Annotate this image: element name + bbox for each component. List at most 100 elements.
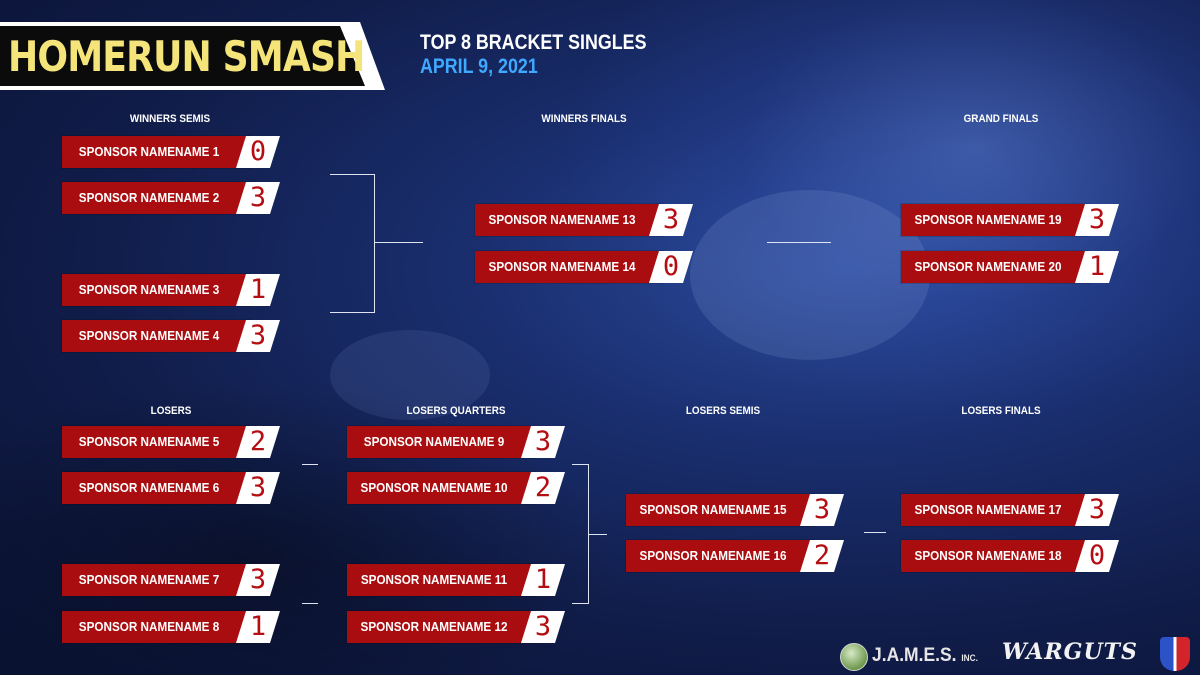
player-name: SPONSOR NAMENAME 11 <box>360 572 508 587</box>
round-label-losers: LOSERS <box>150 405 192 417</box>
round-label-winners-finals: WINNERS FINALS <box>541 113 627 125</box>
james-logo-text: J.A.M.E.S. <box>872 645 957 666</box>
player-name: SPONSOR NAMENAME 14 <box>488 259 636 274</box>
player-score: 3 <box>662 204 680 235</box>
bracket-connector <box>374 174 375 313</box>
player-name-bar: SPONSOR NAMENAME 8 <box>62 611 250 643</box>
bracket-slot-7[interactable]: SPONSOR NAMENAME 7 3 <box>62 564 280 596</box>
bracket-slot-13[interactable]: SPONSOR NAMENAME 13 3 <box>475 204 693 236</box>
player-name-bar: SPONSOR NAMENAME 10 <box>347 472 535 504</box>
background-decoration <box>690 190 930 360</box>
player-name: SPONSOR NAMENAME 7 <box>78 572 220 587</box>
bracket-subtitle: TOP 8 BRACKET SINGLES <box>420 31 647 54</box>
bracket-connector <box>572 464 589 465</box>
bracket-slot-19[interactable]: SPONSOR NAMENAME 19 3 <box>901 204 1119 236</box>
round-label-losers-quarters: LOSERS QUARTERS <box>406 405 506 417</box>
player-name: SPONSOR NAMENAME 17 <box>914 502 1062 517</box>
bracket-slot-10[interactable]: SPONSOR NAMENAME 10 2 <box>347 472 565 504</box>
player-score: 1 <box>249 611 267 642</box>
player-score: 0 <box>662 251 680 282</box>
bracket-slot-8[interactable]: SPONSOR NAMENAME 8 1 <box>62 611 280 643</box>
player-name: SPONSOR NAMENAME 19 <box>914 212 1062 227</box>
player-name-bar: SPONSOR NAMENAME 7 <box>62 564 250 596</box>
player-name-bar: SPONSOR NAMENAME 1 <box>62 136 250 168</box>
bracket-slot-14[interactable]: SPONSOR NAMENAME 14 0 <box>475 251 693 283</box>
player-name: SPONSOR NAMENAME 4 <box>78 328 220 343</box>
player-name-bar: SPONSOR NAMENAME 9 <box>347 426 535 458</box>
player-name-bar: SPONSOR NAMENAME 14 <box>475 251 663 283</box>
bracket-connector <box>302 603 318 604</box>
bracket-connector <box>767 242 831 243</box>
player-name: SPONSOR NAMENAME 3 <box>78 282 220 297</box>
player-name: SPONSOR NAMENAME 12 <box>360 619 508 634</box>
round-label-grand-finals: GRAND FINALS <box>963 113 1039 125</box>
player-name: SPONSOR NAMENAME 1 <box>78 144 220 159</box>
player-score: 3 <box>1088 204 1106 235</box>
player-score: 0 <box>249 136 267 167</box>
bracket-slot-1[interactable]: SPONSOR NAMENAME 1 0 <box>62 136 280 168</box>
player-score: 2 <box>249 426 267 457</box>
player-score: 3 <box>249 472 267 503</box>
bracket-slot-18[interactable]: SPONSOR NAMENAME 18 0 <box>901 540 1119 572</box>
player-name: SPONSOR NAMENAME 18 <box>914 548 1062 563</box>
bracket-slot-12[interactable]: SPONSOR NAMENAME 12 3 <box>347 611 565 643</box>
james-logo-suffix: INC. <box>961 653 978 663</box>
player-name-bar: SPONSOR NAMENAME 3 <box>62 274 250 306</box>
bracket-connector <box>864 532 886 533</box>
player-score: 3 <box>813 494 831 525</box>
player-name-bar: SPONSOR NAMENAME 17 <box>901 494 1089 526</box>
bracket-connector <box>572 603 589 604</box>
player-name-bar: SPONSOR NAMENAME 5 <box>62 426 250 458</box>
globe-icon <box>840 643 868 671</box>
player-name: SPONSOR NAMENAME 13 <box>488 212 636 227</box>
player-name: SPONSOR NAMENAME 16 <box>639 548 787 563</box>
player-score: 2 <box>534 472 552 503</box>
player-name: SPONSOR NAMENAME 15 <box>639 502 787 517</box>
player-name: SPONSOR NAMENAME 2 <box>78 190 220 205</box>
player-name-bar: SPONSOR NAMENAME 16 <box>626 540 814 572</box>
bracket-slot-16[interactable]: SPONSOR NAMENAME 16 2 <box>626 540 844 572</box>
bracket-slot-5[interactable]: SPONSOR NAMENAME 5 2 <box>62 426 280 458</box>
bracket-slot-2[interactable]: SPONSOR NAMENAME 2 3 <box>62 182 280 214</box>
player-name: SPONSOR NAMENAME 8 <box>78 619 220 634</box>
bracket-connector <box>330 312 375 313</box>
player-name: SPONSOR NAMENAME 20 <box>914 259 1062 274</box>
player-score: 1 <box>249 274 267 305</box>
player-name-bar: SPONSOR NAMENAME 4 <box>62 320 250 352</box>
bracket-slot-6[interactable]: SPONSOR NAMENAME 6 3 <box>62 472 280 504</box>
warguts-logo: WARGUTS <box>1002 639 1138 665</box>
event-date: APRIL 9, 2021 <box>420 55 538 78</box>
bracket-slot-20[interactable]: SPONSOR NAMENAME 20 1 <box>901 251 1119 283</box>
title-banner: HOMERUN SMASH <box>0 22 385 90</box>
bracket-connector <box>589 534 607 535</box>
sponsor-logos: J.A.M.E.S. INC. WARGUTS <box>840 635 1200 675</box>
player-name: SPONSOR NAMENAME 6 <box>78 480 220 495</box>
player-name-bar: SPONSOR NAMENAME 2 <box>62 182 250 214</box>
bracket-connector <box>588 464 589 604</box>
score-box: 1 <box>521 564 565 596</box>
player-score: 2 <box>813 540 831 571</box>
bracket-slot-4[interactable]: SPONSOR NAMENAME 4 3 <box>62 320 280 352</box>
player-name-bar: SPONSOR NAMENAME 20 <box>901 251 1089 283</box>
player-score: 0 <box>1088 540 1106 571</box>
event-title: HOMERUN SMASH <box>8 32 365 81</box>
player-score: 1 <box>534 564 552 595</box>
bracket-slot-9[interactable]: SPONSOR NAMENAME 9 3 <box>347 426 565 458</box>
round-label-losers-finals: LOSERS FINALS <box>961 405 1041 417</box>
player-score: 3 <box>534 611 552 642</box>
player-score: 1 <box>1088 251 1106 282</box>
player-name-bar: SPONSOR NAMENAME 12 <box>347 611 535 643</box>
round-label-losers-semis: LOSERS SEMIS <box>685 405 761 417</box>
bracket-slot-15[interactable]: SPONSOR NAMENAME 15 3 <box>626 494 844 526</box>
player-name-bar: SPONSOR NAMENAME 6 <box>62 472 250 504</box>
player-name: SPONSOR NAMENAME 5 <box>78 434 220 449</box>
background-decoration <box>330 330 490 420</box>
bracket-connector <box>330 174 375 175</box>
bracket-slot-17[interactable]: SPONSOR NAMENAME 17 3 <box>901 494 1119 526</box>
bracket-slot-3[interactable]: SPONSOR NAMENAME 3 1 <box>62 274 280 306</box>
player-name-bar: SPONSOR NAMENAME 19 <box>901 204 1089 236</box>
round-label-winners-semis: WINNERS SEMIS <box>129 113 211 125</box>
bracket-slot-11[interactable]: SPONSOR NAMENAME 11 1 <box>347 564 565 596</box>
player-score: 3 <box>249 320 267 351</box>
player-score: 3 <box>1088 494 1106 525</box>
